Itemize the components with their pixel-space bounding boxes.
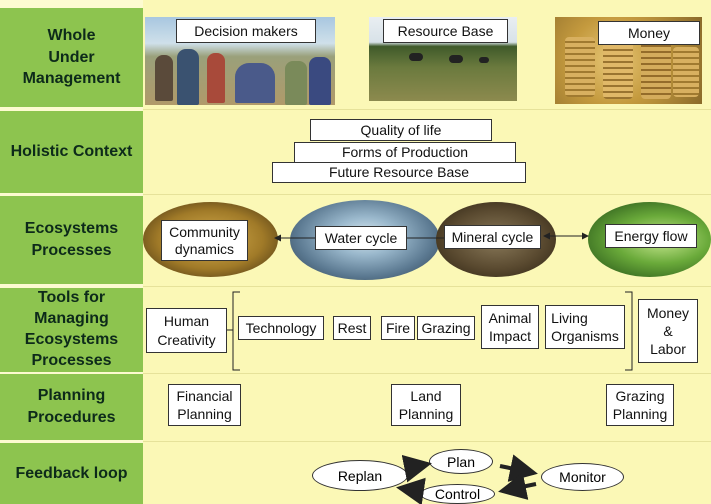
- plan-to-monitor-arrow: [499, 454, 538, 482]
- resource-base-label: Resource Base: [383, 19, 508, 43]
- money-labor-line: Money: [646, 304, 690, 321]
- monitor-to-control-arrow: [498, 472, 537, 500]
- grazing-planning-line: Grazing: [615, 387, 665, 404]
- water-cycle-box: Water cycle: [315, 226, 407, 250]
- money-labor-line: Labor: [650, 341, 686, 358]
- label-line: Under: [48, 48, 95, 66]
- label-line: Managing: [34, 310, 109, 328]
- label-line: Holistic Context: [10, 143, 133, 161]
- mineral-cycle-box: Mineral cycle: [444, 225, 541, 249]
- control-to-replan-arrow: [396, 477, 426, 504]
- row-label-feedback-loop: Feedback loop: [0, 443, 143, 504]
- living-organisms-line: Organisms: [551, 328, 619, 344]
- technology-box: Technology: [238, 316, 324, 340]
- replan-to-plan-arrow: [401, 454, 432, 483]
- human-creativity-line: Creativity: [157, 331, 216, 348]
- community-dynamics-line: Community: [169, 223, 240, 240]
- fire-box: Fire: [381, 316, 415, 340]
- monitor-oval: Monitor: [541, 463, 624, 491]
- human-creativity-line: Human: [163, 313, 210, 330]
- money-label: Money: [598, 21, 700, 45]
- row-divider: [143, 109, 711, 110]
- label-line: Ecosystems: [24, 331, 119, 348]
- energy-flow-box: Energy flow: [605, 224, 697, 248]
- animal-impact-line: Animal: [488, 309, 532, 326]
- land-planning-line: Land: [410, 387, 442, 404]
- tools-left-bracket: [232, 291, 240, 371]
- row-divider: [143, 441, 711, 442]
- row-label-holistic-context: Holistic Context: [0, 111, 143, 193]
- tools-right-bracket: [625, 291, 633, 371]
- animal-impact-line: Impact: [488, 328, 531, 344]
- rest-box: Rest: [333, 316, 371, 340]
- decision-makers-label: Decision makers: [176, 19, 316, 43]
- financial-planning-line: Financial: [176, 387, 233, 404]
- label-line: Procedures: [27, 409, 116, 426]
- label-line: Processes: [31, 351, 112, 369]
- community-dynamics-line: dynamics: [174, 240, 235, 257]
- replan-oval: Replan: [312, 460, 408, 491]
- money-labor-line: &: [663, 322, 673, 339]
- financial-planning-line: Planning: [177, 406, 232, 422]
- land-planning-line: Planning: [398, 406, 454, 422]
- label-line: Planning: [37, 387, 106, 405]
- quality-of-life-box: Quality of life: [310, 119, 492, 141]
- living-organisms-line: Living: [551, 309, 588, 326]
- label-line: Tools for: [37, 289, 106, 307]
- label-line: Management: [22, 70, 121, 88]
- plan-oval: Plan: [429, 449, 493, 474]
- future-resource-base-box: Future Resource Base: [272, 162, 526, 183]
- row-divider: [143, 194, 711, 195]
- label-line: Ecosystems: [24, 220, 119, 238]
- row-divider: [143, 373, 711, 374]
- label-line: Feedback loop: [15, 464, 128, 482]
- label-line: Processes: [31, 242, 112, 259]
- row-divider: [143, 286, 711, 287]
- label-line: Whole: [47, 27, 96, 45]
- grazing-tool-box: Grazing: [417, 316, 475, 340]
- money-labor-box: Money& Labor: [638, 299, 698, 363]
- grazing-planning-line: Planning: [612, 406, 668, 422]
